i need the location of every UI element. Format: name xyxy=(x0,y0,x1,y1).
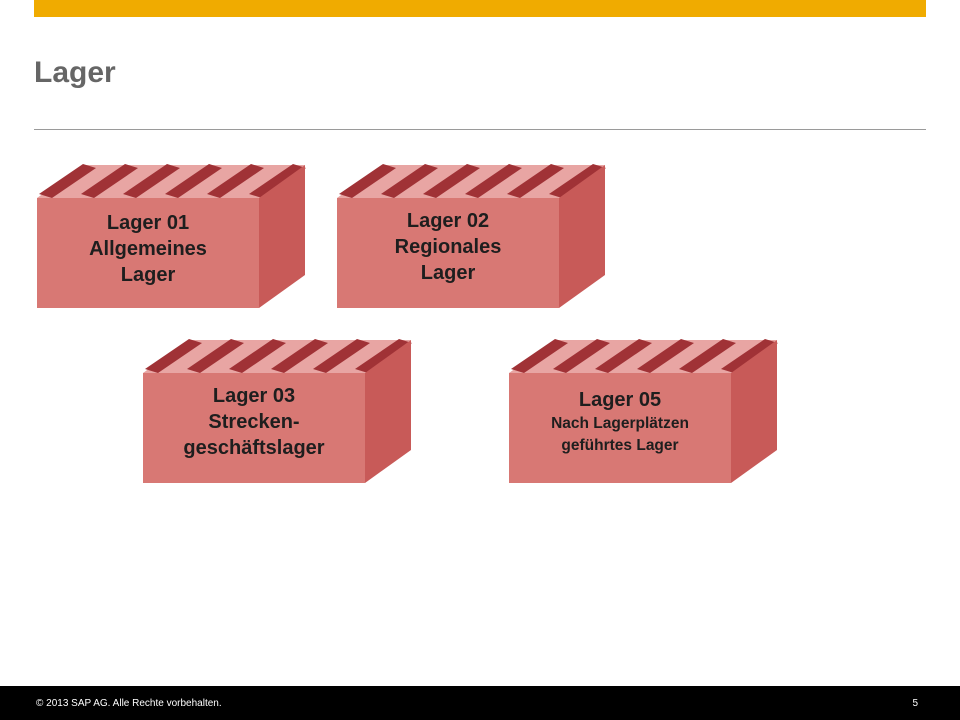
slide-title: Lager xyxy=(34,56,116,89)
warehouse-number: Lager 01 xyxy=(106,212,190,234)
warehouse-type-line-2: geschäftslager xyxy=(183,437,325,459)
warehouse-number: Lager 05 xyxy=(578,389,662,411)
warehouse-label: Lager 03 Strecken- geschäftslager xyxy=(143,383,365,461)
slide-footer: © 2013 SAP AG. Alle Rechte vorbehalten. … xyxy=(0,686,960,720)
warehouse-label: Lager 01 Allgemeines Lager xyxy=(37,210,259,288)
factory-building-icon xyxy=(143,339,412,483)
copyright-text: © 2013 SAP AG. Alle Rechte vorbehalten. xyxy=(36,698,222,709)
warehouse-type-line-1: Regionales xyxy=(394,236,502,258)
warehouse-type-line-2: geführtes Lager xyxy=(561,437,679,454)
warehouse-label: Lager 05 Nach Lagerplätzen geführtes Lag… xyxy=(509,387,731,457)
warehouse-type-line-2: Lager xyxy=(120,264,176,286)
warehouse-type-line-1: Nach Lagerplätzen xyxy=(551,415,689,432)
warehouse-number: Lager 02 xyxy=(406,210,490,232)
factory-building-icon xyxy=(337,164,606,308)
warehouse-number: Lager 03 xyxy=(212,385,296,407)
warehouse-type-line-1: Strecken- xyxy=(208,411,300,433)
page-number: 5 xyxy=(912,698,918,709)
top-accent-bar xyxy=(34,0,926,17)
factory-building-icon xyxy=(37,164,306,308)
warehouse-type-line-2: Lager xyxy=(420,262,476,284)
title-divider xyxy=(34,129,926,130)
warehouse-type-line-1: Allgemeines xyxy=(89,238,207,260)
factory-building-icon xyxy=(509,339,778,483)
warehouse-label: Lager 02 Regionales Lager xyxy=(337,208,559,286)
